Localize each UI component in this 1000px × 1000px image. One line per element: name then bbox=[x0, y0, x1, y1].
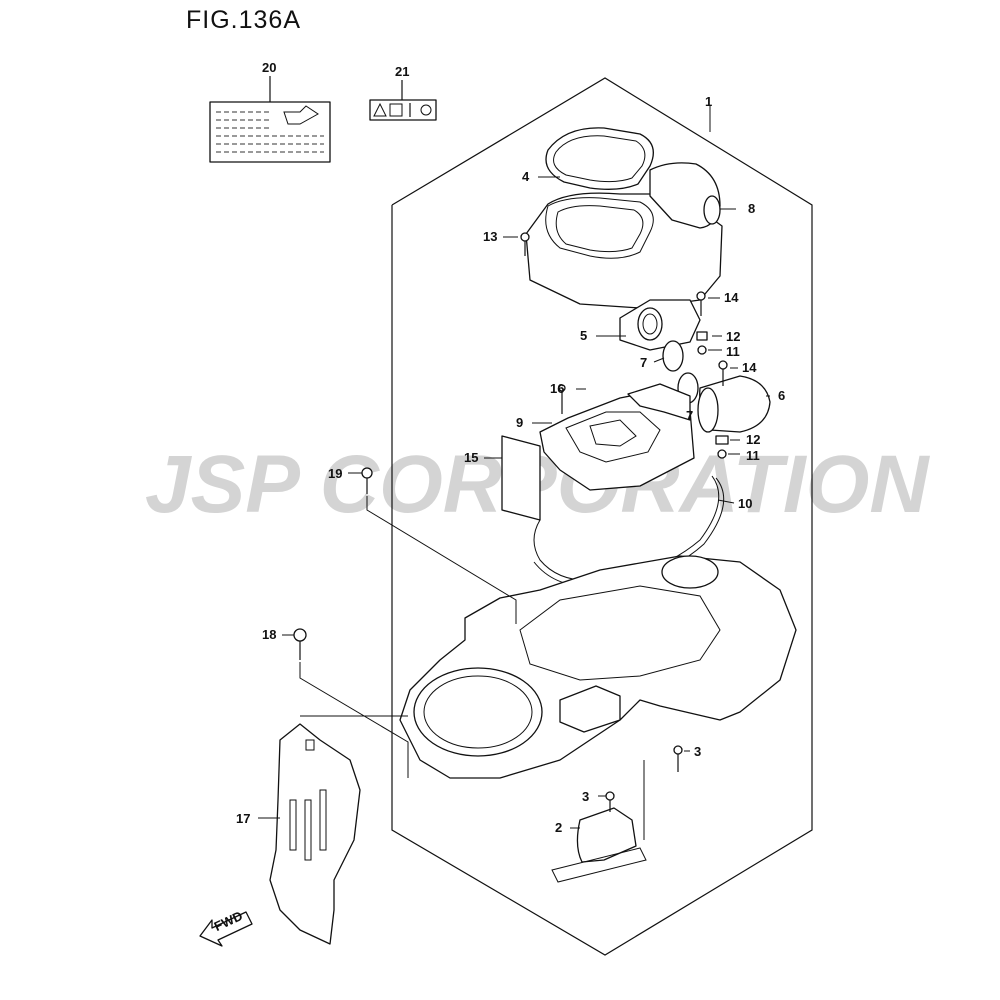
part-4-seal bbox=[545, 127, 654, 190]
part-5-duct bbox=[619, 299, 701, 351]
callout-label: 13 bbox=[483, 229, 497, 244]
callout-label: 8 bbox=[748, 201, 755, 216]
fwd-arrow-icon bbox=[199, 911, 253, 947]
grommet-12a bbox=[696, 331, 708, 341]
callout-label: 5 bbox=[580, 328, 587, 343]
callout-label: 14 bbox=[724, 290, 739, 305]
callout-label: 12 bbox=[746, 432, 760, 447]
part-8-top-cover bbox=[525, 162, 723, 309]
callout-label: 18 bbox=[262, 627, 276, 642]
callout-label: 9 bbox=[516, 415, 523, 430]
glove-icon bbox=[420, 104, 432, 116]
collar-11a bbox=[697, 345, 707, 355]
callout-label: 21 bbox=[395, 64, 409, 79]
callout-label: 11 bbox=[726, 344, 740, 359]
part-9-snorkel bbox=[627, 383, 691, 421]
bolt-14b bbox=[718, 360, 728, 370]
callout-label: 15 bbox=[464, 450, 478, 465]
figure-title: FIG.136A bbox=[186, 6, 301, 34]
callout-label: 6 bbox=[778, 388, 785, 403]
grommet-12b bbox=[715, 435, 729, 445]
oil-can-icon bbox=[283, 105, 319, 125]
callout-label: 7 bbox=[686, 408, 693, 423]
bolt-13 bbox=[520, 232, 530, 242]
callout-label: 16 bbox=[550, 381, 564, 396]
bolt-14a bbox=[696, 291, 706, 301]
callout-label: 12 bbox=[726, 329, 740, 344]
fwd-arrow: FWD bbox=[199, 908, 253, 947]
assembly-lines bbox=[299, 496, 645, 840]
part-7-ring-a bbox=[662, 340, 684, 372]
callout-label: 17 bbox=[236, 811, 250, 826]
callout-label: 11 bbox=[746, 448, 760, 463]
assembly-bracket bbox=[391, 77, 813, 956]
decal-20-sheet bbox=[209, 101, 331, 163]
collar-11b bbox=[717, 449, 727, 459]
bolt-3a bbox=[673, 745, 683, 755]
part-1-lower-housing bbox=[399, 555, 797, 779]
callout-label: 10 bbox=[738, 496, 752, 511]
bolt-3b bbox=[605, 791, 615, 801]
decal-20 bbox=[209, 76, 331, 163]
callout-label: 7 bbox=[640, 355, 647, 370]
callout-label: 2 bbox=[555, 820, 562, 835]
decal-21 bbox=[369, 80, 437, 121]
part-6-cap bbox=[697, 375, 771, 433]
decal-21-sheet bbox=[369, 99, 437, 121]
bolt-18 bbox=[293, 628, 307, 642]
part-9-housing bbox=[539, 383, 695, 491]
fasteners bbox=[293, 232, 729, 812]
bolt-19 bbox=[361, 467, 373, 479]
manual-icon bbox=[389, 103, 403, 117]
callout-label: 4 bbox=[522, 169, 530, 184]
callout-label: 3 bbox=[694, 744, 701, 759]
callout-label: 1 bbox=[705, 94, 712, 109]
callout-label: 3 bbox=[582, 789, 589, 804]
callout-label: 19 bbox=[328, 466, 342, 481]
part-2-bracket bbox=[576, 807, 637, 863]
warning-triangle-icon bbox=[373, 102, 387, 117]
callout-label: 14 bbox=[742, 360, 757, 375]
part-15-plate bbox=[501, 435, 541, 521]
part-17-side-panel bbox=[269, 723, 361, 945]
intake-duct bbox=[649, 162, 721, 229]
callout-label: 20 bbox=[262, 60, 276, 75]
